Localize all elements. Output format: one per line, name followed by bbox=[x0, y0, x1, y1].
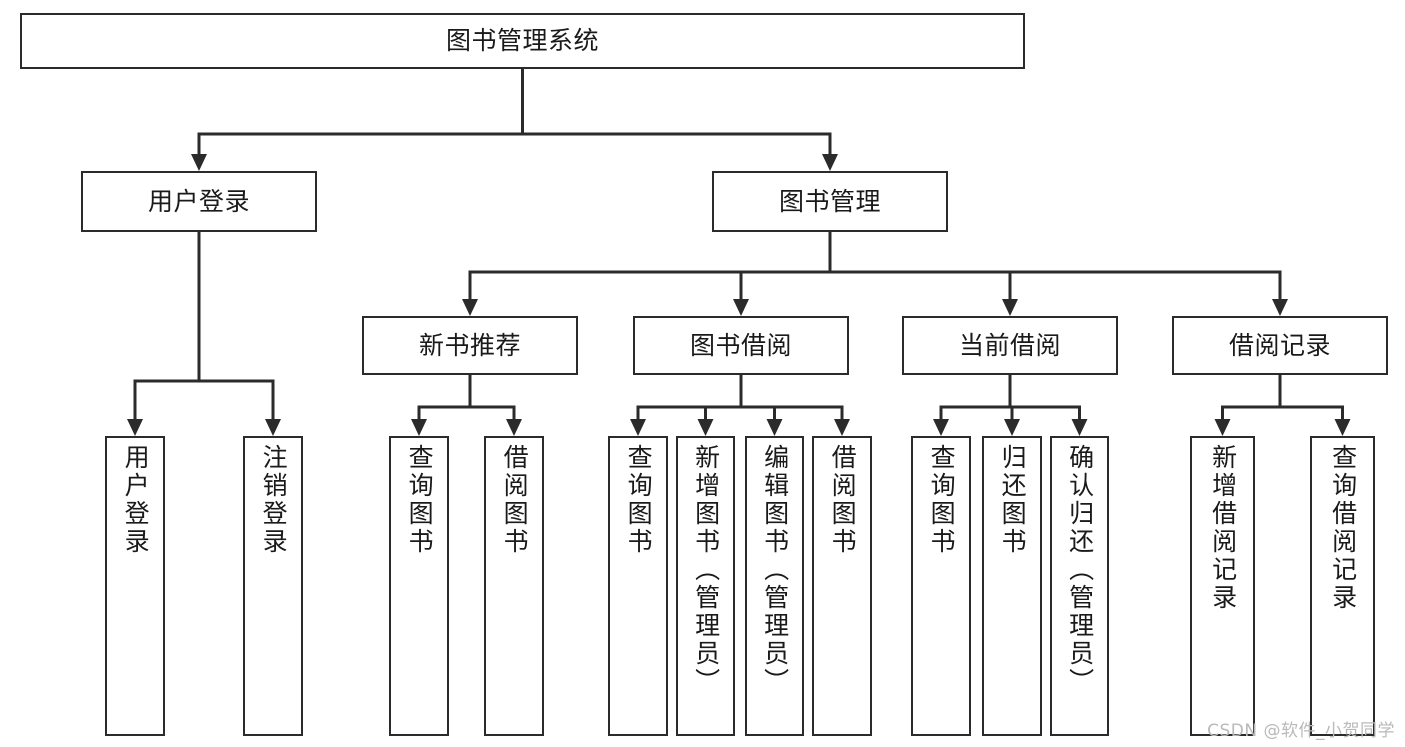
edge-arrowhead bbox=[933, 419, 949, 436]
node-leaf-query-book-1[interactable]: 查询图书 bbox=[389, 436, 449, 736]
node-root[interactable]: 图书管理系统 bbox=[20, 13, 1025, 69]
edge-arrowhead bbox=[834, 419, 850, 436]
edge-arrowhead bbox=[1004, 419, 1020, 436]
node-current-borrow[interactable]: 当前借阅 bbox=[902, 316, 1118, 375]
node-leaf-borrow-book-2[interactable]: 借阅图书 bbox=[812, 436, 872, 736]
edge-arrowhead bbox=[1071, 419, 1088, 436]
node-user-login[interactable]: 用户登录 bbox=[81, 171, 317, 232]
node-label: 编辑图书（管理员） bbox=[760, 444, 790, 696]
node-label: 用户登录 bbox=[121, 444, 151, 556]
node-leaf-confirm-return[interactable]: 确认归还（管理员） bbox=[1050, 436, 1109, 736]
edge-arrowhead bbox=[766, 419, 783, 436]
edge-arrowhead bbox=[265, 419, 281, 436]
node-book-borrow[interactable]: 图书借阅 bbox=[633, 316, 849, 375]
edge-arrowhead bbox=[411, 419, 427, 436]
node-label: 归还图书 bbox=[998, 444, 1028, 556]
edge-arrowhead bbox=[1214, 419, 1231, 436]
node-label: 查询图书 bbox=[624, 444, 654, 556]
edge-arrowhead bbox=[822, 154, 838, 171]
node-leaf-user-login[interactable]: 用户登录 bbox=[105, 436, 165, 736]
edge-arrowhead bbox=[1334, 419, 1351, 436]
node-label: 查询图书 bbox=[405, 444, 435, 556]
edge-arrowhead bbox=[1272, 299, 1288, 316]
node-leaf-logout[interactable]: 注销登录 bbox=[243, 436, 303, 736]
edge-arrowhead bbox=[506, 419, 522, 436]
node-leaf-query-book-3[interactable]: 查询图书 bbox=[911, 436, 971, 736]
node-label: 图书管理系统 bbox=[445, 26, 599, 56]
node-leaf-query-record[interactable]: 查询借阅记录 bbox=[1310, 436, 1375, 736]
node-label: 新增图书（管理员） bbox=[691, 444, 721, 696]
node-leaf-return-book[interactable]: 归还图书 bbox=[982, 436, 1042, 736]
node-label: 查询图书 bbox=[927, 444, 957, 556]
node-leaf-add-record[interactable]: 新增借阅记录 bbox=[1190, 436, 1255, 736]
node-label: 查询借阅记录 bbox=[1328, 444, 1358, 612]
node-borrow-record[interactable]: 借阅记录 bbox=[1172, 316, 1388, 375]
node-leaf-edit-book[interactable]: 编辑图书（管理员） bbox=[745, 436, 804, 736]
edge-arrowhead bbox=[1002, 299, 1018, 316]
node-label: 用户登录 bbox=[147, 186, 250, 216]
edge-arrowhead bbox=[697, 419, 714, 436]
node-leaf-query-book-2[interactable]: 查询图书 bbox=[608, 436, 668, 736]
watermark-label: CSDN @软件_小贺同学 bbox=[1207, 721, 1395, 741]
node-label: 新书推荐 bbox=[418, 330, 521, 360]
edge-arrowhead bbox=[462, 299, 478, 316]
node-label: 借阅图书 bbox=[500, 444, 530, 556]
node-label: 借阅图书 bbox=[828, 444, 858, 556]
node-book-manage[interactable]: 图书管理 bbox=[712, 171, 948, 232]
edge-arrowhead bbox=[733, 299, 749, 316]
edge-arrowhead bbox=[630, 419, 646, 436]
node-leaf-add-book[interactable]: 新增图书（管理员） bbox=[676, 436, 735, 736]
edge-arrowhead bbox=[191, 154, 207, 171]
node-label: 注销登录 bbox=[259, 444, 289, 556]
node-label: 新增借阅记录 bbox=[1208, 444, 1238, 612]
edge-arrowhead bbox=[127, 419, 143, 436]
node-label: 借阅记录 bbox=[1228, 330, 1331, 360]
node-label: 图书借阅 bbox=[689, 330, 792, 360]
node-label: 确认归还（管理员） bbox=[1065, 444, 1095, 696]
node-new-book-rec[interactable]: 新书推荐 bbox=[362, 316, 578, 375]
node-label: 当前借阅 bbox=[958, 330, 1061, 360]
node-leaf-borrow-book-1[interactable]: 借阅图书 bbox=[484, 436, 544, 736]
node-label: 图书管理 bbox=[778, 186, 881, 216]
